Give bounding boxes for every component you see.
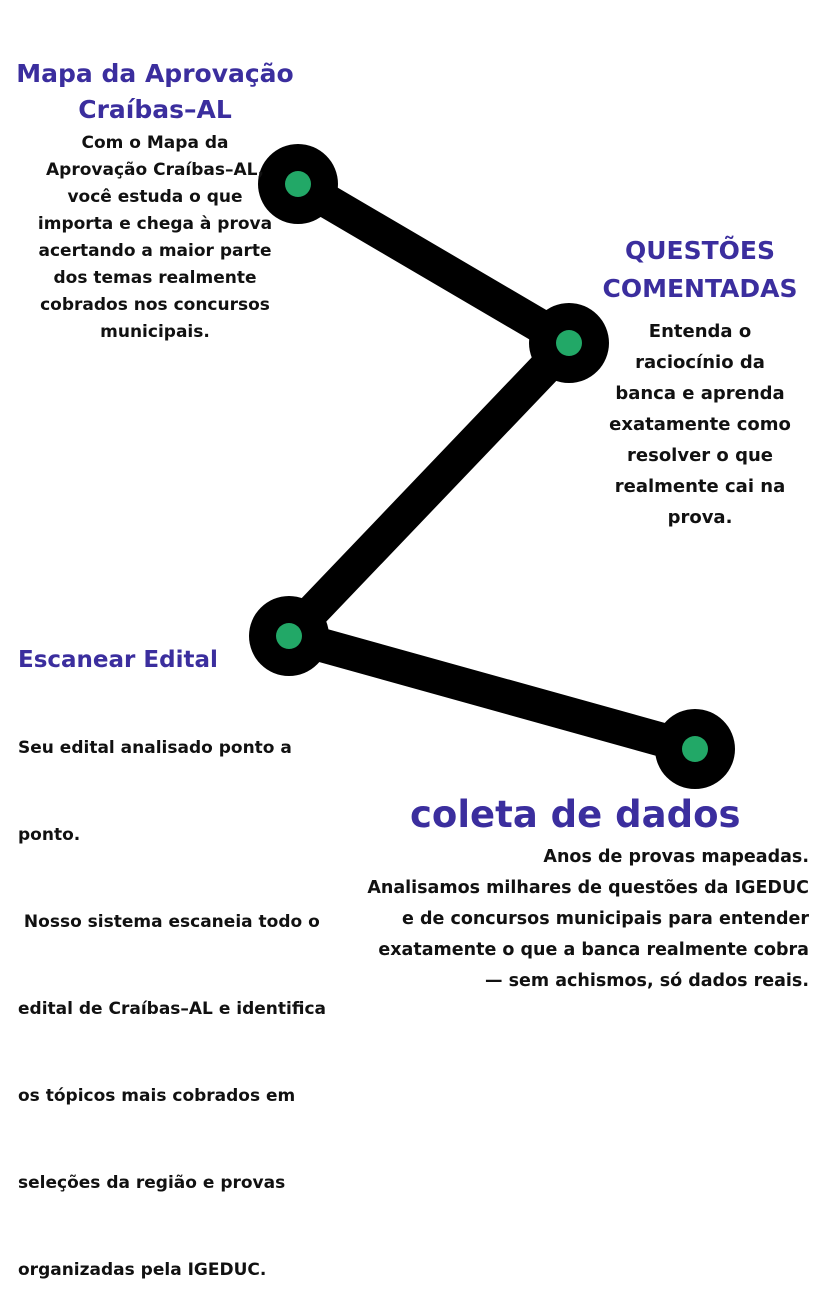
escanear-body: Seu edital analisado ponto a ponto. Noss… bbox=[18, 676, 326, 1314]
node-mapa bbox=[258, 144, 338, 224]
body-line: municipais. bbox=[100, 322, 210, 342]
body-line: você estuda o que bbox=[67, 187, 243, 207]
body-line: Aprovação Craíbas–AL, bbox=[46, 160, 264, 180]
body-line: resolver o que bbox=[627, 445, 773, 466]
title-line: Craíbas–AL bbox=[78, 95, 232, 124]
connector-line bbox=[272, 169, 700, 766]
node-dot bbox=[682, 736, 708, 762]
body-line: Com o Mapa da bbox=[81, 133, 229, 153]
escanear-title: Escanear Edital bbox=[18, 647, 218, 673]
node-dot bbox=[276, 623, 302, 649]
body-line: e de concursos municipais para entender bbox=[402, 909, 809, 929]
body-line: organizadas pela IGEDUC. bbox=[18, 1260, 267, 1280]
body-line: seleções da região e provas bbox=[18, 1173, 286, 1193]
node-dot bbox=[285, 171, 311, 197]
questoes-title: QUESTÕES COMENTADAS bbox=[585, 232, 815, 308]
coleta-title: coleta de dados bbox=[410, 793, 741, 836]
body-line: edital de Craíbas–AL e identifica bbox=[18, 999, 326, 1019]
body-line: Entenda o bbox=[648, 321, 752, 342]
body-line: Seu edital analisado ponto a bbox=[18, 738, 292, 758]
body-line: importa e chega à prova bbox=[37, 214, 273, 234]
path-diagram bbox=[249, 144, 735, 789]
body-line: os tópicos mais cobrados em bbox=[18, 1086, 296, 1106]
title-line: COMENTADAS bbox=[602, 274, 798, 303]
node-escanear bbox=[249, 596, 329, 676]
body-line: exatamente o que a banca realmente cobra bbox=[378, 940, 809, 960]
body-line: prova. bbox=[667, 507, 733, 528]
body-line: banca e aprenda bbox=[615, 383, 785, 404]
title-line: QUESTÕES bbox=[624, 236, 776, 265]
body-line: Analisamos milhares de questões da IGEDU… bbox=[367, 878, 809, 898]
node-questoes bbox=[529, 303, 609, 383]
questoes-body: Entenda o raciocínio da banca e aprenda … bbox=[595, 316, 805, 533]
body-line: Nosso sistema escaneia todo o bbox=[18, 912, 320, 932]
mapa-body: Com o Mapa da Aprovação Craíbas–AL, você… bbox=[10, 130, 300, 346]
body-line: Anos de provas mapeadas. bbox=[543, 847, 809, 867]
node-coleta bbox=[655, 709, 735, 789]
body-line: raciocínio da bbox=[635, 352, 765, 373]
body-line: exatamente como bbox=[609, 414, 791, 435]
body-line: ponto. bbox=[18, 825, 81, 845]
coleta-body: Anos de provas mapeadas. Analisamos milh… bbox=[367, 842, 809, 997]
body-line: acertando a maior parte bbox=[38, 241, 272, 261]
body-line: dos temas realmente bbox=[53, 268, 257, 288]
body-line: cobrados nos concursos bbox=[40, 295, 270, 315]
title-line: Mapa da Aprovação bbox=[16, 59, 294, 88]
body-line: — sem achismos, só dados reais. bbox=[485, 971, 809, 991]
body-line: realmente cai na bbox=[614, 476, 786, 497]
mapa-title: Mapa da Aprovação Craíbas–AL bbox=[0, 56, 310, 128]
node-dot bbox=[556, 330, 582, 356]
